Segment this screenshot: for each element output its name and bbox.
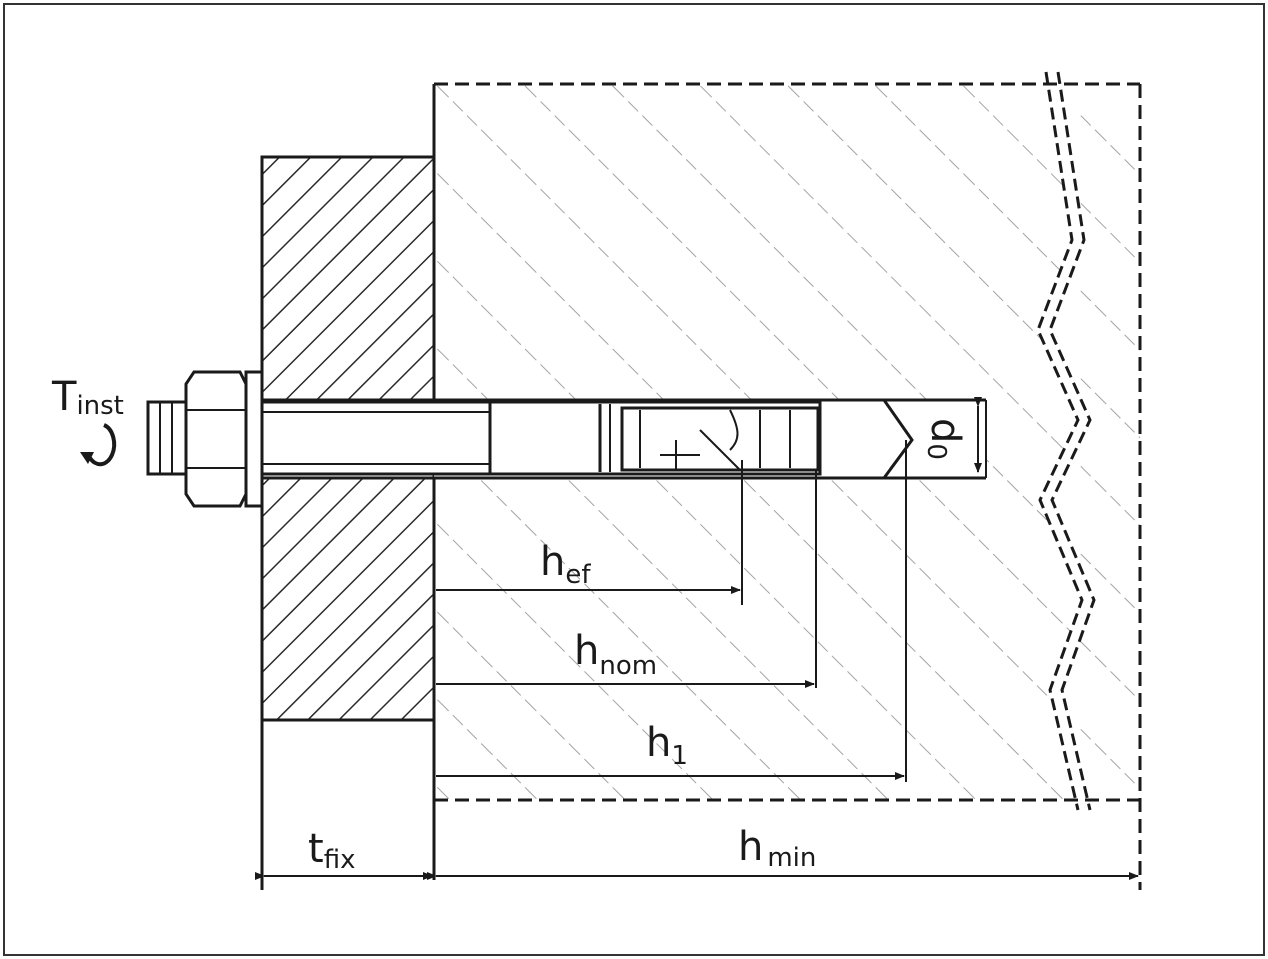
figure-border: [3, 3, 1265, 956]
label-h-nom: hnom: [574, 628, 657, 681]
anchor-bolt: [246, 400, 822, 476]
label-t-fix: tfix: [308, 826, 355, 875]
torque-arrow-icon: [80, 423, 117, 467]
label-h-1: h1: [646, 720, 688, 771]
d0-dimension: [974, 397, 987, 478]
label-d0: d0: [921, 418, 968, 460]
concrete-member: [432, 71, 1142, 890]
fixture-plate: [260, 155, 436, 890]
label-t-inst: Tinst: [51, 374, 124, 421]
label-h-ef: hef: [540, 539, 591, 590]
bolt-end: [146, 400, 188, 476]
washer-and-nut: [146, 370, 264, 508]
break-line-2: [1048, 71, 1096, 811]
break-line-1: [1036, 71, 1084, 811]
hex-nut: [184, 370, 248, 508]
washer: [244, 370, 264, 508]
